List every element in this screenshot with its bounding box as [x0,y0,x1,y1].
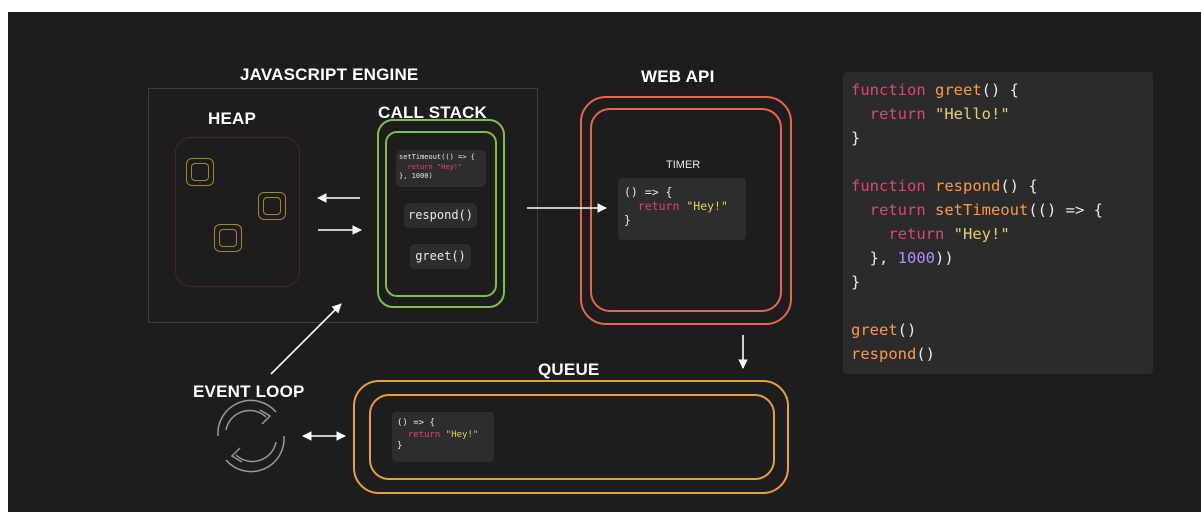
event-loop-title: EVENT LOOP [193,382,305,401]
code-line: } [851,270,1153,294]
code-token: () [897,321,917,339]
heap-object [186,158,214,186]
code-token: )) [935,249,954,267]
stack-frame-line: setTimeout(() => { [399,153,475,161]
heap-title: HEAP [208,109,257,128]
code-token: respond [851,345,917,363]
return-keyword: return [637,199,680,213]
stack-frame-line: }, 1000) [399,172,433,180]
code-line: greet() [851,318,1153,342]
code-token [851,225,888,243]
stack-frame-respond: respond() [404,203,477,228]
code-token: return [869,105,935,123]
code-line: return "Hello!" [851,102,1153,126]
queue-inner-border [369,394,775,480]
code-token: return [888,225,954,243]
code-token: greet [851,321,898,339]
queue-outer-border [353,380,789,494]
queue-title: QUEUE [538,360,600,379]
event-loop-cycle-icon [217,399,285,473]
code-token: function [851,177,935,195]
code-line: }, 1000)) [851,246,1153,270]
web-api-title: WEB API [641,67,715,86]
code-token: (() => { [1028,201,1103,219]
code-token: setTimeout [935,201,1029,219]
code-token: } [851,129,861,147]
heap-object [214,224,242,252]
string-literal: "Hey!" [686,199,728,213]
code-token: () { [1000,177,1038,195]
code-line: } [851,126,1153,150]
code-token: () { [981,81,1019,99]
code-token: }, [851,249,898,267]
code-line: respond() [851,342,1153,366]
code-line: () => { [624,185,673,199]
code-token: respond [935,177,1001,195]
call-stack-outer-border [377,119,505,308]
code-token [851,105,870,123]
stack-frame-greet: greet() [410,244,471,269]
code-token: } [851,273,861,291]
code-token: "Hey!" [953,225,1010,243]
call-stack-title: CALL STACK [378,103,488,122]
code-token: "Hello!" [935,105,1010,123]
code-line: } [624,213,631,227]
stack-frame-line: return "Hey!" [399,162,463,171]
code-token [851,201,870,219]
engine-box [148,88,538,323]
stack-frame-settimeout: setTimeout(() => { return "Hey!"}, 1000) [396,150,486,187]
code-line: } [397,441,403,451]
heap-object [258,192,286,220]
code-line [851,294,1153,318]
code-token: greet [935,81,982,99]
return-keyword: return [407,429,441,440]
timer-callback: () => { return "Hey!"} [618,178,746,240]
code-token: function [851,81,935,99]
code-line: () => { [397,418,435,428]
code-token: () [916,345,935,363]
web-api-inner-border [590,108,782,312]
web-api-outer-border [580,96,792,325]
code-line: return "Hey!" [851,222,1153,246]
connector-layer [217,193,748,473]
code-line: function greet() { [851,78,1153,102]
code-line: function respond() { [851,174,1153,198]
engine-title: JAVASCRIPT ENGINE [240,65,419,84]
arrow-event-loop-to-stack [270,303,342,375]
code-line [851,150,1153,174]
diagram-canvas: JAVASCRIPT ENGINE HEAP CALL STACK setTim… [8,12,1201,512]
heap-box [175,137,300,287]
code-panel: function greet() { return "Hello!"}funct… [843,72,1153,374]
code-line: return setTimeout(() => { [851,198,1153,222]
code-token: return [869,201,935,219]
timer-label: TIMER [666,159,701,171]
string-literal: "Hey!" [445,429,479,440]
code-token: 1000 [897,249,935,267]
queue-callback: () => { return "Hey!"} [392,412,494,462]
call-stack-inner-border [385,131,497,297]
